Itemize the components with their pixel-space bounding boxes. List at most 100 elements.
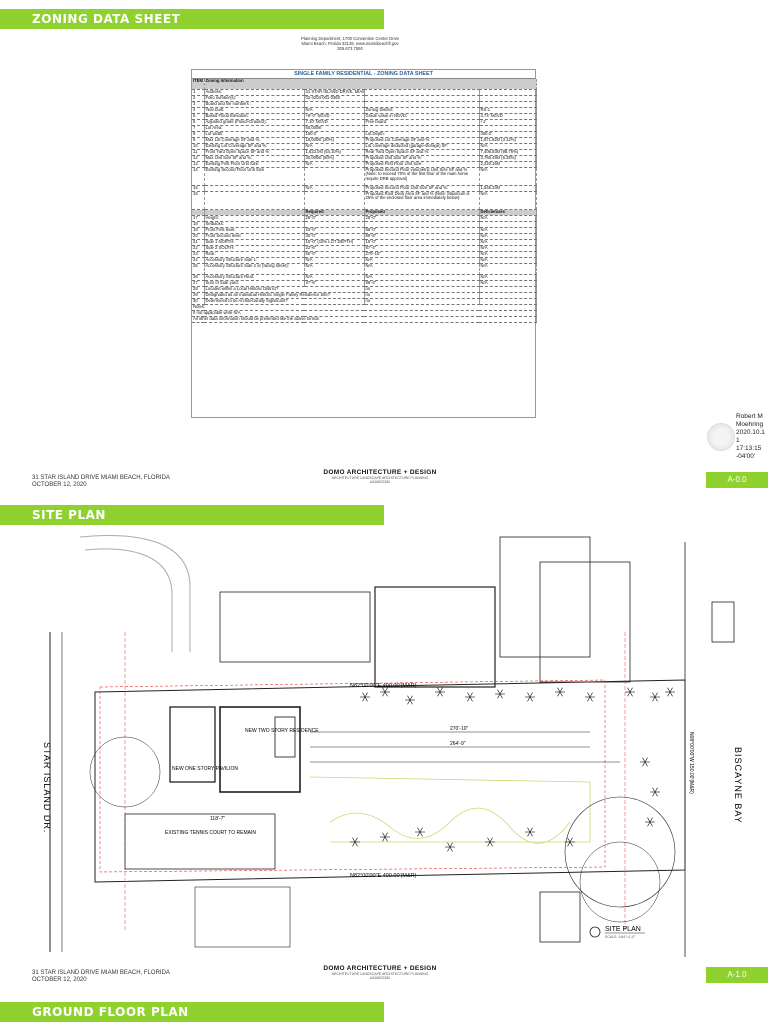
row-label: Accessory Structure Side 2 or (facing st… bbox=[204, 263, 305, 275]
deficiency-value: N/A bbox=[479, 245, 537, 252]
digital-signature: Robert M Moehring 2020.10.1 1 17:13:15 -… bbox=[736, 413, 765, 461]
row-label: Existing First Floor Unit Size: bbox=[204, 161, 305, 168]
north-boundary-label: N82°00'00"E 400.00'(M&R) bbox=[350, 683, 417, 689]
deficiencies-header: Deficiencies bbox=[479, 209, 537, 216]
row-label-2: Proposed Second Floor volumetric Unit Si… bbox=[364, 167, 480, 186]
road-curve bbox=[79, 535, 191, 652]
row-number: 12 bbox=[192, 155, 205, 162]
row-label-2 bbox=[364, 89, 480, 96]
ground-floor-banner: GROUND FLOOR PLAN bbox=[0, 1002, 384, 1022]
row-number: 19 bbox=[192, 227, 205, 234]
row-number: 5 bbox=[192, 113, 205, 120]
palm-tree-icon bbox=[495, 689, 505, 699]
south-boundary-label: N82°00'00"E 400.00'(M&R) bbox=[350, 873, 417, 879]
sheet-number-tag: A-1.0 bbox=[706, 967, 768, 983]
blank-cell bbox=[204, 209, 305, 216]
row-number: 15 bbox=[192, 185, 205, 192]
palm-tree-icon bbox=[640, 757, 650, 767]
row-number: 6 bbox=[192, 119, 205, 126]
required-value bbox=[304, 221, 365, 228]
proposed-value: N/A bbox=[364, 263, 480, 275]
row-number: 29 bbox=[192, 292, 205, 299]
plan-scale: SCALE: 1/64"=1'-0" bbox=[605, 935, 636, 939]
palm-tree-icon bbox=[665, 687, 675, 697]
deficiency-value: N/A bbox=[479, 263, 537, 275]
required-value: N/A bbox=[304, 257, 365, 264]
row-label: Accessory Structure Side 1: bbox=[204, 257, 305, 264]
palm-tree-icon bbox=[380, 687, 390, 697]
palm-tree-icon bbox=[485, 837, 495, 847]
row-label: Front Yard Open Space SF and %: bbox=[204, 149, 305, 156]
proposed-value: 15'-0" bbox=[364, 239, 480, 246]
proposed-value: 89'-8" bbox=[364, 233, 480, 240]
sign-tz: -04'00' bbox=[736, 453, 756, 460]
palm-tree-icon bbox=[585, 692, 595, 702]
road-curve-inner bbox=[84, 548, 173, 652]
deficiency-value: N/A bbox=[479, 280, 537, 287]
row-value: 31 STAR ISLAND DRIVE, MIAMI BEACH, FL 33… bbox=[304, 89, 365, 96]
row-label-2: Proposed Lot Coverage SF and %: bbox=[364, 137, 480, 144]
firm-name: DOMO ARCHITECTURE + DESIGN bbox=[323, 965, 437, 972]
digital-seal-icon bbox=[707, 423, 735, 451]
row-label: Existing Second Floor Unit Size bbox=[204, 167, 305, 186]
row-label-2: Proposed First Floor Unit Size: bbox=[364, 161, 480, 168]
row-number: 4 bbox=[192, 107, 205, 114]
row-label-2: Grade value in NGVD: bbox=[364, 113, 480, 120]
row-value bbox=[304, 101, 365, 108]
blank-cell bbox=[479, 298, 537, 305]
blank-cell bbox=[192, 209, 205, 216]
pavilion-footprint bbox=[169, 706, 216, 783]
neighbor-shed bbox=[711, 601, 735, 643]
row-label-2: Lot Depth: bbox=[364, 131, 480, 138]
row-number: 26 bbox=[192, 274, 205, 281]
row-number: 25 bbox=[192, 263, 205, 275]
firm-services: ARCHITECTURE LANDSCAPE ARCHITECTURE PLAN… bbox=[331, 476, 429, 480]
row-value: 7.10' NGVD bbox=[304, 119, 365, 126]
required-value: N/A bbox=[304, 263, 365, 275]
deficiency-value: N/A bbox=[479, 257, 537, 264]
plan-title: SITE PLAN bbox=[605, 926, 641, 933]
dimension-label-3: 118'-7" bbox=[210, 816, 225, 822]
deficiency-value: N/A bbox=[479, 251, 537, 258]
palm-tree-icon bbox=[525, 827, 535, 837]
required-value: 15'-0" (10% LOT DEPTH) bbox=[304, 239, 365, 246]
firm-services: ARCHITECTURE LANDSCAPE ARCHITECTURE PLAN… bbox=[331, 972, 429, 976]
required-value: 37'-6" bbox=[304, 280, 365, 287]
palm-tree-icon bbox=[435, 687, 445, 697]
row-label: Setbacks: bbox=[204, 221, 305, 228]
row-number: 27 bbox=[192, 280, 205, 287]
item-header: ITEM # bbox=[192, 79, 205, 90]
row-label: Board and file numbers : bbox=[204, 101, 305, 108]
street-label: STAR ISLAND DR. bbox=[42, 742, 52, 833]
row-label-2: Proposed Second Floor Unit Size SF and %… bbox=[364, 185, 480, 192]
dimension-label-1: 270'-10" bbox=[450, 726, 469, 732]
row-label: Accessory Structure Rear: bbox=[204, 274, 305, 281]
row-value bbox=[304, 191, 365, 210]
site-plan-banner: SITE PLAN bbox=[0, 505, 384, 525]
footer-address-1: 31 STAR ISLAND DRIVE MIAMI BEACH, FLORID… bbox=[32, 475, 170, 489]
neighbor-roof bbox=[194, 886, 291, 948]
row-number: 7 bbox=[192, 125, 205, 132]
row-value-2: N/A bbox=[479, 143, 537, 150]
row-value-2 bbox=[479, 101, 537, 108]
sheet-title: SINGLE FAMILY RESIDENTIAL - ZONING DATA … bbox=[192, 70, 535, 79]
row-label: Address: bbox=[204, 89, 305, 96]
required-header: Required bbox=[304, 209, 365, 216]
neighbor-building-4 bbox=[539, 561, 631, 683]
neighbor-building-3 bbox=[499, 536, 591, 658]
east-boundary-label: N08°00'00"W 150.00'(M&R) bbox=[688, 732, 694, 794]
row-label: Front Second level: bbox=[204, 233, 305, 240]
required-value: 28'-0" bbox=[304, 215, 365, 222]
